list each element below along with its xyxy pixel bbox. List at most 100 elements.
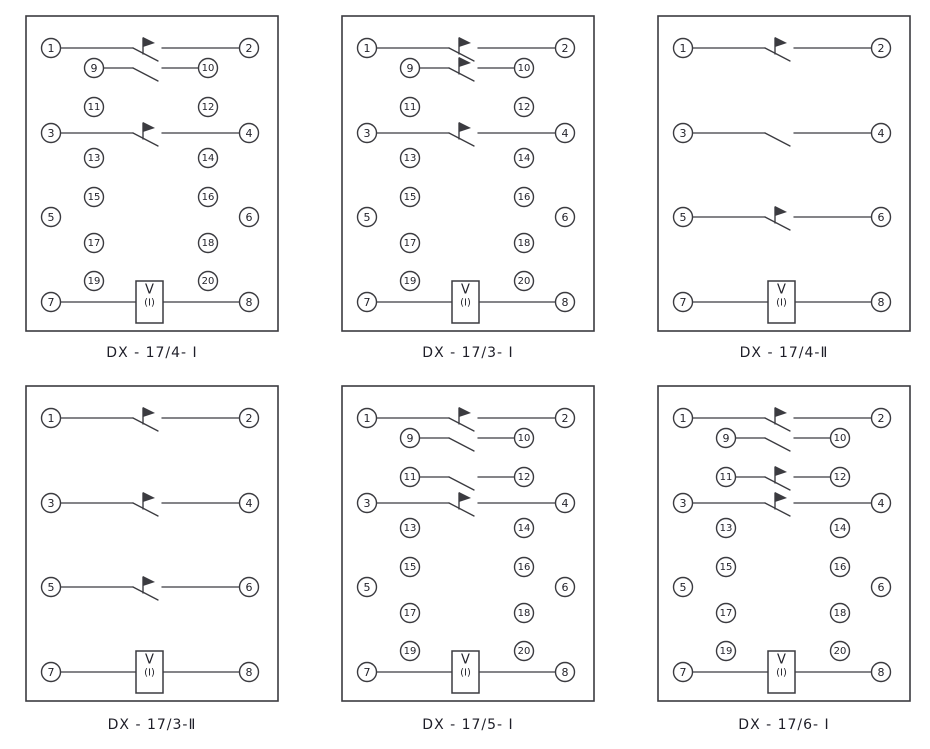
terminal-16: 16	[513, 556, 535, 578]
contact-3-4	[375, 492, 557, 517]
terminal-number: 1	[680, 412, 687, 425]
contact-5-6	[691, 206, 873, 231]
terminal-number: 7	[364, 296, 371, 309]
terminal-8: 8	[238, 661, 260, 683]
terminal-11: 11	[83, 96, 105, 118]
terminal-number: 19	[720, 646, 733, 657]
contact-11-12	[418, 476, 516, 491]
terminal-14: 14	[513, 147, 535, 169]
terminal-16: 16	[829, 556, 851, 578]
terminal-3: 3	[356, 122, 378, 144]
terminal-number: 6	[246, 211, 253, 224]
diagram-label: DX - 17/4-Ⅱ	[739, 345, 829, 361]
diagram-label: DX - 17/6- Ⅰ	[738, 717, 830, 733]
terminal-number: 14	[834, 523, 847, 534]
terminal-number: 17	[404, 608, 417, 619]
terminal-number: 12	[518, 102, 531, 113]
terminal-4: 4	[554, 492, 576, 514]
terminal-10: 10	[829, 427, 851, 449]
terminal-9: 9	[399, 57, 421, 79]
contact-3-4	[691, 492, 873, 517]
terminal-number: 9	[407, 432, 414, 445]
terminal-9: 9	[399, 427, 421, 449]
terminal-number: 5	[364, 581, 371, 594]
terminal-1: 1	[356, 37, 378, 59]
coil-label-line1: V	[461, 283, 470, 298]
terminal-number: 8	[878, 666, 885, 679]
coil-box	[767, 650, 796, 694]
coil-box	[767, 280, 796, 324]
terminal-8: 8	[554, 291, 576, 313]
contact-5-6	[59, 576, 241, 601]
terminal-number: 17	[404, 238, 417, 249]
terminal-7: 7	[672, 291, 694, 313]
terminal-17: 17	[715, 602, 737, 624]
terminal-12: 12	[513, 466, 535, 488]
terminal-16: 16	[197, 186, 219, 208]
coil-label-line2: (Ⅰ)	[776, 668, 787, 679]
terminal-7: 7	[40, 291, 62, 313]
terminal-4: 4	[238, 122, 260, 144]
terminal-number: 11	[404, 102, 417, 113]
terminal-5: 5	[672, 206, 694, 228]
terminal-number: 17	[88, 238, 101, 249]
terminal-number: 4	[246, 127, 253, 140]
terminal-number: 6	[562, 581, 569, 594]
terminal-number: 2	[562, 412, 569, 425]
terminal-number: 20	[518, 646, 531, 657]
terminal-number: 18	[518, 608, 531, 619]
terminal-number: 9	[407, 62, 414, 75]
terminal-number: 6	[246, 581, 253, 594]
terminal-5: 5	[40, 576, 62, 598]
terminal-2: 2	[870, 407, 892, 429]
terminal-number: 19	[404, 646, 417, 657]
terminal-number: 8	[246, 296, 253, 309]
terminal-number: 10	[834, 433, 847, 444]
terminal-3: 3	[356, 492, 378, 514]
terminal-number: 12	[202, 102, 215, 113]
flag-indicator-icon	[142, 122, 155, 140]
coil-label-line1: V	[145, 653, 154, 668]
terminal-number: 15	[404, 562, 417, 573]
terminal-number: 15	[720, 562, 733, 573]
terminal-13: 13	[715, 517, 737, 539]
terminal-number: 3	[680, 497, 687, 510]
terminal-5: 5	[356, 206, 378, 228]
terminal-number: 16	[518, 562, 531, 573]
terminal-14: 14	[197, 147, 219, 169]
terminal-number: 12	[834, 472, 847, 483]
contact-1-2	[59, 37, 241, 62]
terminal-number: 18	[518, 238, 531, 249]
coil-circuit: V(Ⅰ)	[376, 650, 556, 694]
coil-label-line2: (Ⅰ)	[144, 298, 155, 309]
coil-label-line1: V	[777, 653, 786, 668]
terminal-2: 2	[238, 37, 260, 59]
terminal-11: 11	[715, 466, 737, 488]
coil-label-line1: V	[461, 653, 470, 668]
terminal-number: 7	[680, 666, 687, 679]
relay-case-outline	[657, 15, 911, 332]
terminal-8: 8	[238, 291, 260, 313]
coil-box	[135, 280, 164, 324]
terminal-number: 2	[878, 412, 885, 425]
flag-indicator-icon	[142, 407, 155, 425]
terminal-number: 14	[518, 153, 531, 164]
terminal-15: 15	[715, 556, 737, 578]
terminal-9: 9	[715, 427, 737, 449]
contact-3-4	[59, 492, 241, 517]
terminal-6: 6	[238, 576, 260, 598]
terminal-3: 3	[672, 492, 694, 514]
terminal-number: 4	[246, 497, 253, 510]
flag-indicator-icon	[774, 206, 787, 224]
flag-indicator-icon	[142, 576, 155, 594]
flag-indicator-icon	[142, 37, 155, 55]
terminal-number: 2	[246, 412, 253, 425]
terminal-18: 18	[513, 602, 535, 624]
terminal-number: 19	[88, 276, 101, 287]
contact-9-10	[418, 437, 516, 452]
